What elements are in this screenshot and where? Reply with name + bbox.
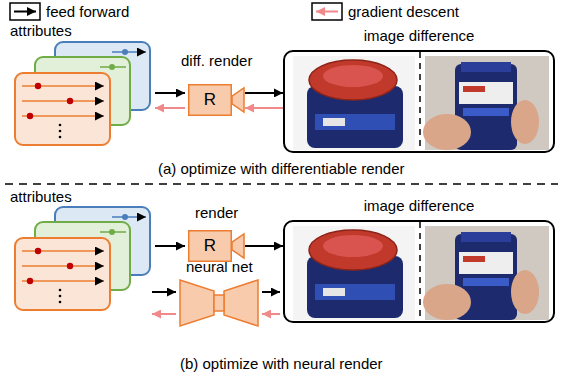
photo-ground [293, 56, 415, 150]
drawing-part [35, 83, 41, 89]
bottle-cap [323, 235, 383, 257]
hand [423, 284, 471, 320]
render-lens [232, 88, 244, 112]
image-panel: image difference [283, 220, 555, 323]
bottle-cap [461, 232, 511, 242]
panel-heading: image difference [285, 27, 553, 45]
drawing-part [27, 278, 33, 284]
bottle-cap [323, 65, 383, 87]
render-rect [189, 231, 232, 262]
bottle-label [463, 86, 485, 92]
divider [419, 222, 421, 320]
drawing-part [22, 265, 104, 267]
drawing-part [22, 115, 104, 117]
legend-text: feed forward [46, 3, 129, 21]
drawing-part [262, 313, 280, 315]
drawing-part [214, 295, 224, 311]
bottle-cap [309, 60, 397, 100]
drawing-part [109, 64, 115, 70]
drawing-part [59, 295, 62, 298]
drawing-part [15, 73, 110, 145]
bottle-cap [309, 230, 397, 270]
drawing-part [22, 100, 104, 102]
drawing-part [155, 107, 185, 109]
render-lens [232, 234, 244, 258]
caption: (a) optimize with differentiable render [158, 160, 405, 178]
hand [423, 114, 471, 150]
divider [419, 52, 421, 150]
drawing-part [152, 313, 176, 315]
drawing-part [15, 238, 110, 310]
render-text: R [188, 230, 232, 262]
legend-sample [10, 3, 342, 20]
drawing-part [180, 280, 214, 326]
drawing-part [59, 136, 62, 139]
render-box: R [188, 84, 245, 116]
drawing-part [59, 289, 62, 292]
bottle-label [315, 284, 395, 300]
drawing-part [10, 3, 40, 20]
drawing-part [109, 229, 115, 235]
render-box: R [188, 230, 245, 262]
drawing-part [67, 263, 73, 269]
drawing-part [152, 291, 176, 293]
drawing-part [22, 85, 104, 87]
panel-heading: image difference [285, 197, 553, 215]
photo-pair [285, 222, 552, 320]
gradient-arrow [245, 107, 283, 109]
drawing-part [59, 301, 62, 304]
drawing-part [112, 51, 146, 53]
image-panel: image difference [283, 50, 555, 153]
hand [511, 270, 539, 314]
drawing-part [262, 291, 280, 293]
attribute-cards [15, 207, 150, 310]
separator [5, 183, 558, 185]
drawing-part [35, 248, 41, 254]
drawing-part [122, 49, 128, 55]
bottle-label [323, 118, 345, 126]
bottle-label [463, 256, 485, 262]
bottle-label [459, 252, 513, 274]
drawing-part [312, 3, 342, 20]
render-rect [189, 85, 232, 116]
drawing-part [155, 92, 185, 94]
hand [511, 100, 539, 144]
drawing-part [67, 98, 73, 104]
drawing-part [59, 124, 62, 127]
caption: (b) optimize with neural render [180, 355, 383, 373]
attribute-cards [15, 42, 150, 145]
bottle-label [463, 108, 509, 116]
drawing-part [22, 250, 104, 252]
drawing-part [27, 113, 33, 119]
drawing-part [14, 11, 36, 13]
group-label: attributes [10, 188, 72, 206]
render-shape [188, 84, 245, 116]
drawing-part [155, 245, 185, 247]
drawing-part [224, 280, 258, 326]
bottle-label [323, 288, 345, 296]
drawing-part [112, 216, 146, 218]
group-label: attributes [10, 22, 72, 40]
feed-forward-arrow [245, 92, 283, 94]
bottle-label [459, 82, 513, 104]
photo-ground [293, 226, 415, 320]
drawing-part [122, 214, 128, 220]
photo-pair [285, 52, 552, 150]
render-text: R [188, 84, 232, 116]
legend-text: gradient descent [348, 3, 459, 21]
drawing-part [22, 280, 104, 282]
feed-forward-arrow [245, 245, 283, 247]
process-label: diff. render [181, 52, 252, 70]
process-label: render [195, 204, 238, 222]
bottle-label [463, 278, 509, 286]
bottle-cap [461, 62, 511, 72]
render-shape [188, 230, 245, 262]
drawing-part [59, 130, 62, 133]
neural-net-symbol [152, 280, 280, 326]
drawing-part [316, 11, 338, 13]
bottle-label [315, 114, 395, 130]
